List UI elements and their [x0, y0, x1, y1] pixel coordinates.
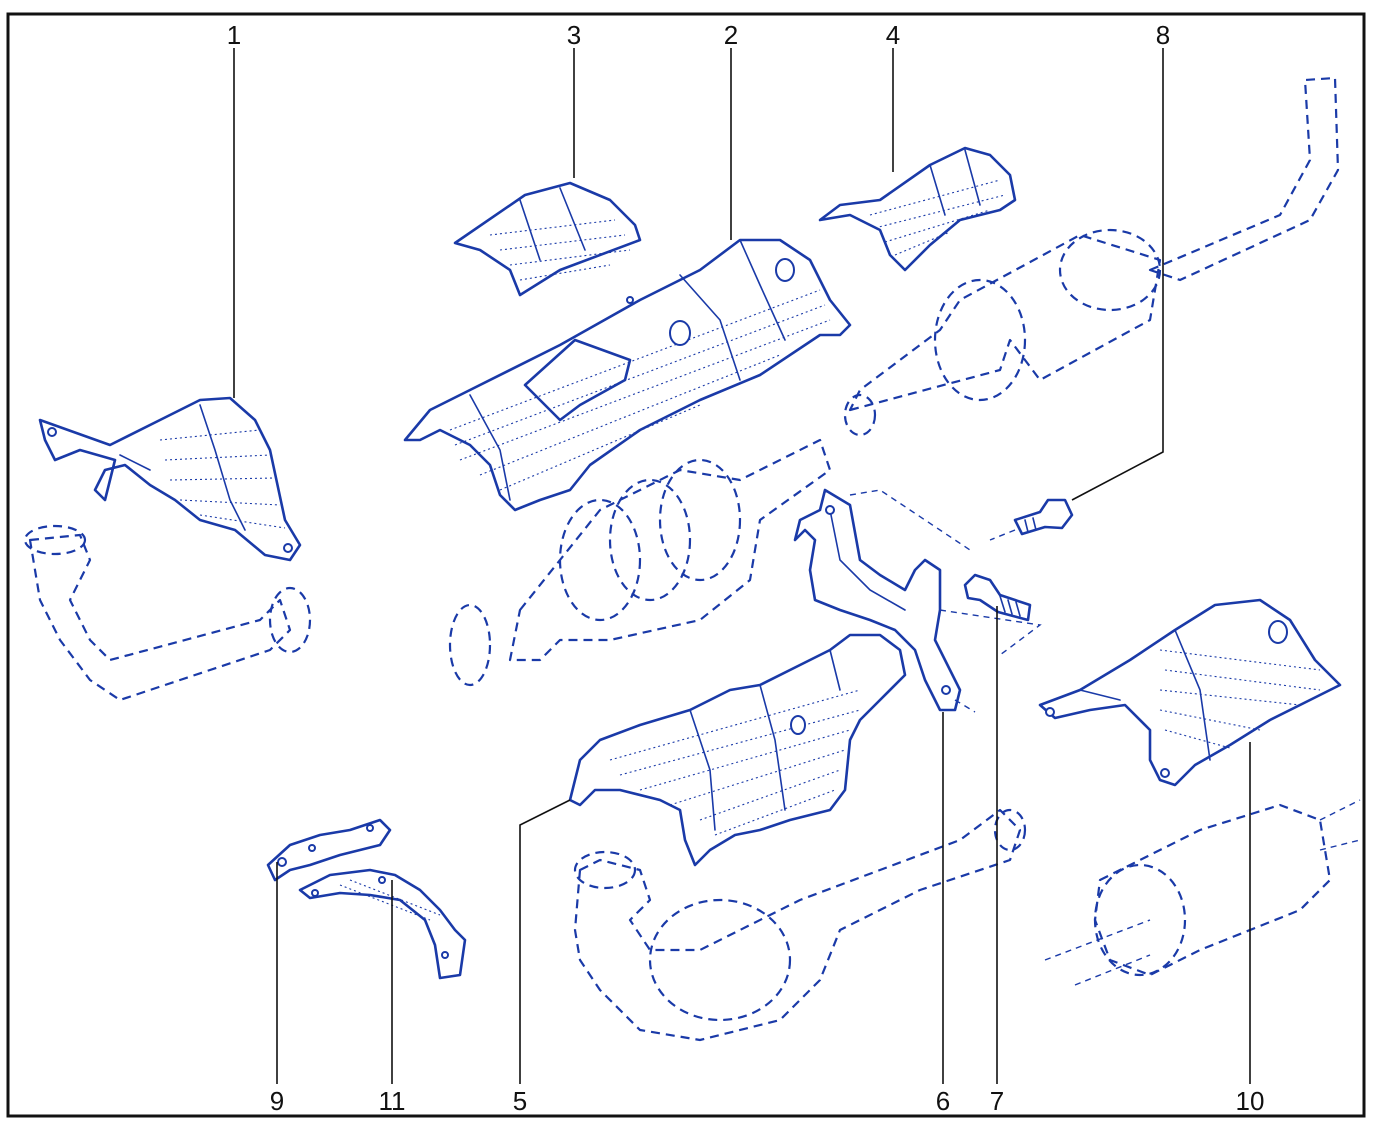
callout-5: 5 [513, 1086, 527, 1116]
part-10-heat-shield [1038, 598, 1342, 787]
leader-lines [233, 48, 1251, 1084]
part-7-bolt [963, 573, 1032, 622]
callout-11: 11 [379, 1086, 406, 1116]
part-11-strap [298, 868, 467, 980]
part-3-heat-shield [453, 181, 642, 297]
callout-8: 8 [1156, 20, 1170, 50]
part-6-bracket [793, 488, 1042, 713]
leader-5 [519, 799, 571, 1084]
callout-2: 2 [724, 20, 738, 50]
part-8-bolt [989, 498, 1074, 541]
exhaust-system-outline [23, 76, 1361, 1042]
callout-9: 9 [270, 1086, 284, 1116]
part-9-strap [266, 818, 392, 882]
callout-3: 3 [567, 20, 581, 50]
part-2-heat-shield [403, 238, 852, 512]
callout-labels: 1 3 2 4 8 9 11 5 6 7 10 [227, 20, 1265, 1116]
part-5-heat-shield [568, 633, 907, 867]
callout-4: 4 [886, 20, 900, 50]
callout-6: 6 [936, 1086, 950, 1116]
diagram-frame [6, 12, 1366, 1118]
leader-8 [1071, 48, 1164, 501]
callout-7: 7 [990, 1086, 1004, 1116]
part-1-heat-shield [38, 396, 302, 562]
callout-1: 1 [227, 20, 241, 50]
part-4-heat-shield [818, 146, 1017, 272]
callout-10: 10 [1236, 1086, 1265, 1116]
